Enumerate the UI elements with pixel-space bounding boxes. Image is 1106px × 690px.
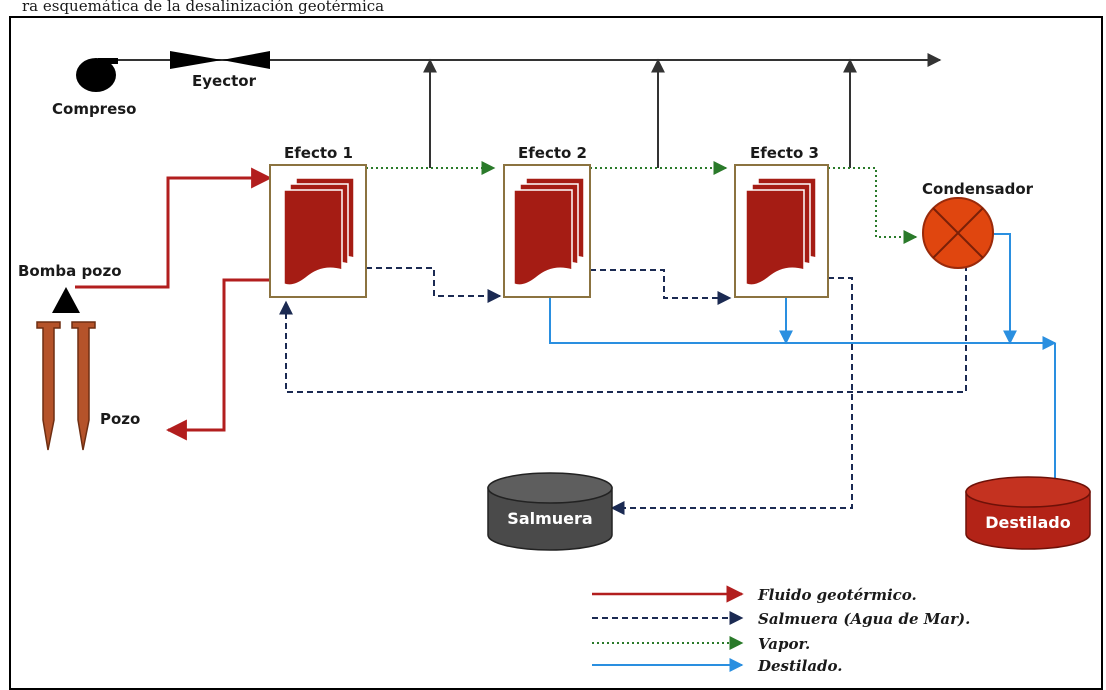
effect-2-plates-icon — [513, 177, 585, 286]
well-pump-icon — [52, 287, 80, 313]
distillate-line-condenser — [994, 233, 1017, 345]
vapor-lines — [366, 161, 918, 244]
effect-2-unit — [503, 164, 591, 298]
effect-1-unit — [269, 164, 367, 298]
ejector-icon — [170, 51, 270, 69]
compressor-icon — [76, 58, 118, 92]
brine-line-1-2 — [366, 267, 502, 303]
figure-caption: ra esquemática de la desalinización geot… — [22, 0, 384, 15]
well-pipes-icon — [36, 321, 96, 451]
geothermal-return-line — [165, 278, 270, 441]
legend-label-geothermal: Fluido geotérmico. — [757, 586, 917, 604]
legend-label-brine: Salmuera (Agua de Mar). — [758, 610, 970, 628]
compressor-label: Compreso — [52, 100, 137, 118]
effect-3-plates-icon — [745, 177, 817, 286]
effect-3-unit — [734, 164, 829, 298]
geothermal-supply-line — [75, 167, 273, 289]
brine-line-3-salmuera — [610, 277, 853, 515]
brine-recycle-line — [279, 265, 967, 393]
effect-2-label: Efecto 2 — [518, 144, 587, 162]
ejector-label: Eyector — [192, 72, 257, 90]
destilado-tank-icon — [965, 476, 1091, 550]
legend-label-distillate: Destilado. — [757, 657, 843, 675]
condenser-label: Condensador — [922, 180, 1034, 198]
diagram-frame — [9, 16, 1103, 690]
salmuera-label: Salmuera — [507, 509, 592, 528]
brine-lines — [279, 265, 967, 515]
condenser-icon — [922, 197, 994, 269]
distillate-line-2 — [549, 298, 1057, 350]
vapor-line-3-condenser — [828, 167, 918, 244]
brine-line-2-3 — [590, 269, 732, 305]
effect-1-label: Efecto 1 — [284, 144, 353, 162]
well-pump-label: Bomba pozo — [18, 262, 122, 280]
effect-3-label: Efecto 3 — [750, 144, 819, 162]
distillate-lines — [549, 233, 1062, 494]
geothermal-lines — [75, 167, 273, 441]
salmuera-tank-icon — [487, 472, 613, 551]
well-label: Pozo — [100, 410, 140, 428]
effect-1-plates-icon — [283, 177, 355, 286]
legend: Fluido geotérmico. Salmuera (Agua de Mar… — [592, 585, 970, 675]
destilado-label: Destilado — [985, 513, 1071, 532]
legend-label-vapor: Vapor. — [758, 635, 810, 653]
